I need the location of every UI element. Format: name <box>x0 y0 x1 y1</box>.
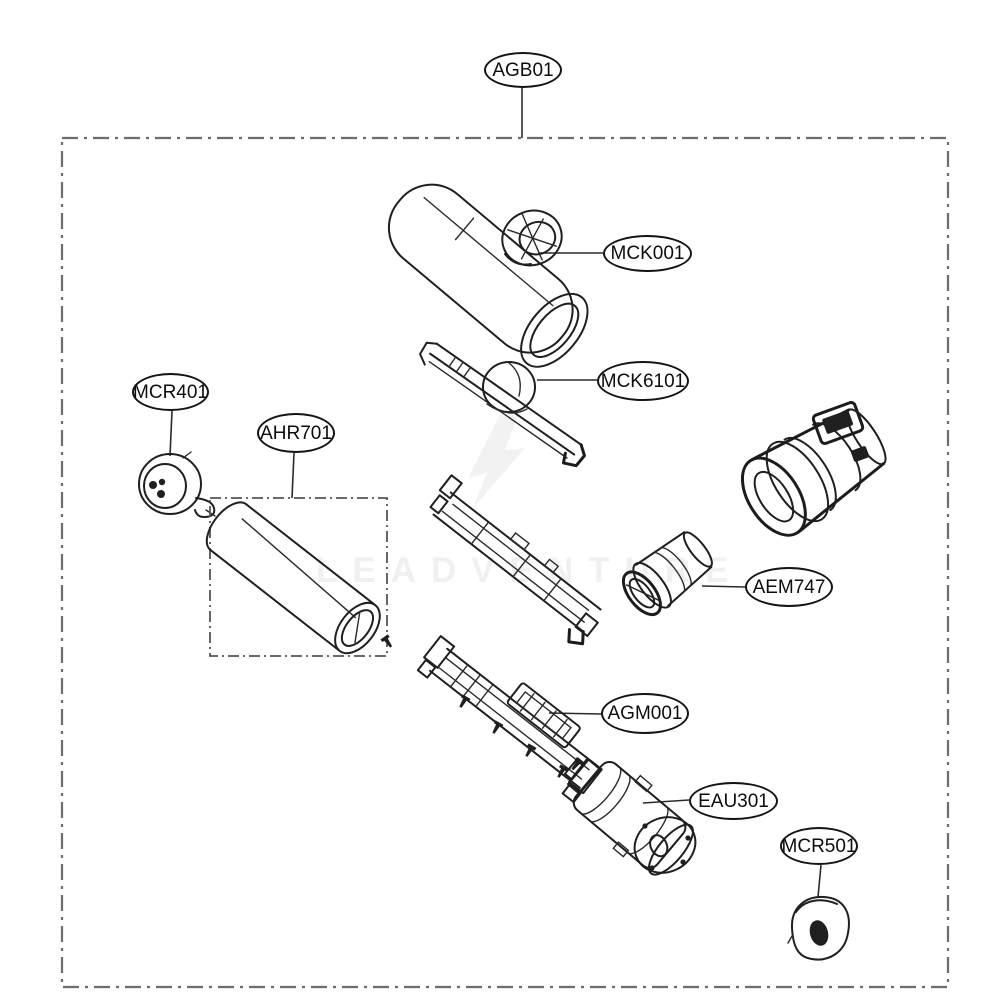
leader-mcr401 <box>169 410 173 457</box>
part-drawing-mcr501-cover <box>787 895 850 961</box>
part-drawing-mcr401-wheel <box>138 451 216 518</box>
leader-ahr701 <box>291 452 295 499</box>
watermark-logo <box>468 415 525 508</box>
part-drawing-agm001-base-frame <box>416 635 603 804</box>
part-drawing-mck6101-bumper <box>419 341 586 468</box>
part-drawing-aem747-coupling <box>621 531 713 617</box>
part-label-mck6101[interactable]: MCK6101 <box>597 361 689 401</box>
part-drawing-sole-plate <box>429 474 602 646</box>
part-drawing-elbow-connector <box>740 401 887 537</box>
part-label-mcr501[interactable]: MCR501 <box>780 827 858 865</box>
watermark-text: LEADVENTURE <box>316 551 744 590</box>
leader-eau301 <box>642 799 690 804</box>
part-label-ahr701[interactable]: AHR701 <box>257 413 335 453</box>
part-label-agb01[interactable]: AGB01 <box>484 52 562 88</box>
screw-icon <box>489 720 504 736</box>
part-label-agm001[interactable]: AGM001 <box>601 693 689 734</box>
part-label-mcr401[interactable]: MCR401 <box>132 373 209 411</box>
part-drawing-ahr701-agitator <box>205 497 395 657</box>
assembly-boundary-box <box>60 136 950 989</box>
screw-icon <box>380 634 395 650</box>
leader-mcr501 <box>817 864 822 898</box>
leader-aem747 <box>701 585 746 588</box>
leader-lines <box>169 87 822 898</box>
part-label-eau301[interactable]: EAU301 <box>689 782 778 820</box>
leader-agm001 <box>548 712 602 715</box>
ahr701-dashdot-box <box>209 497 388 657</box>
part-label-aem747[interactable]: AEM747 <box>745 567 833 607</box>
part-drawing-eau301-motor <box>563 757 697 876</box>
part-label-mck001[interactable]: MCK001 <box>603 235 692 272</box>
part-drawing-mck001-nozzle-body <box>387 183 589 368</box>
